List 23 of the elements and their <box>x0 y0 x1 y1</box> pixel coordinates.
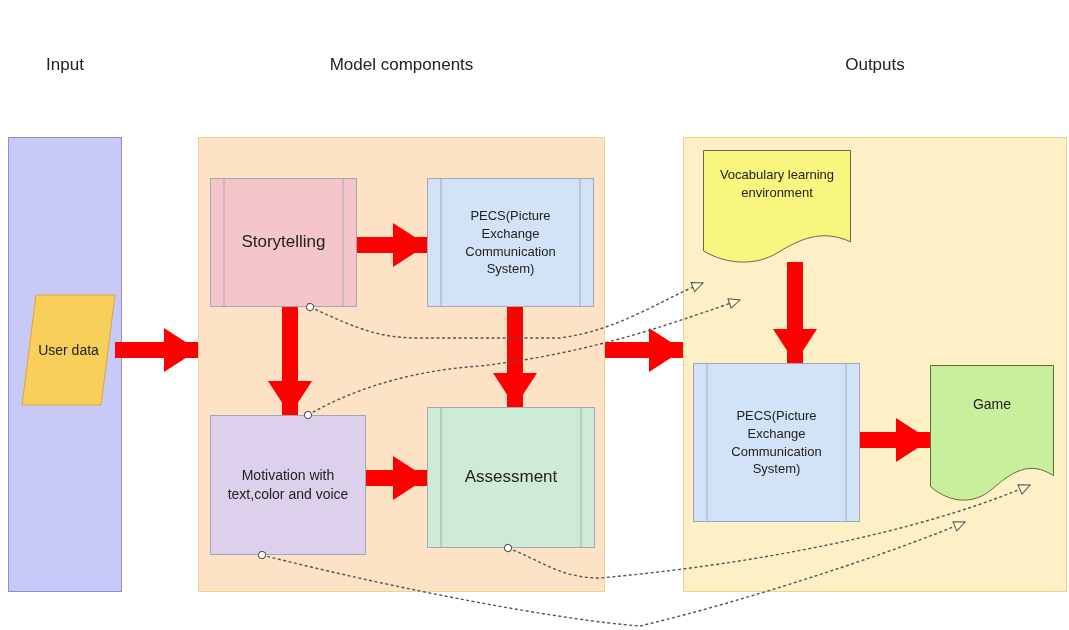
node-label: Storytelling <box>241 231 326 254</box>
block-arrow <box>268 307 312 415</box>
block-arrow <box>357 223 427 267</box>
block-arrow <box>493 307 537 407</box>
block-arrow <box>605 328 683 372</box>
block-arrow <box>860 418 930 462</box>
dotted-connector <box>306 282 704 339</box>
dotted-connector <box>258 521 966 627</box>
column-heading: Model components <box>328 55 475 75</box>
node-label: Game <box>972 395 1012 415</box>
block-arrow <box>773 262 817 363</box>
dotted-connector <box>304 298 741 419</box>
node-label: PECS(Picture Exchange Communication System) <box>464 207 557 278</box>
node-label: User data <box>38 340 99 360</box>
node-label: Vocabulary learning environment <box>718 166 836 202</box>
node-label: Assessment <box>464 466 558 489</box>
node-label: Motivation with text,color and voice <box>226 466 350 504</box>
block-arrow <box>366 456 427 500</box>
node-label: PECS(Picture Exchange Communication System) <box>730 407 823 478</box>
column-heading: Input <box>45 55 85 75</box>
block-arrow <box>115 328 198 372</box>
column-heading: Outputs <box>844 55 906 75</box>
dotted-connector <box>504 484 1031 579</box>
